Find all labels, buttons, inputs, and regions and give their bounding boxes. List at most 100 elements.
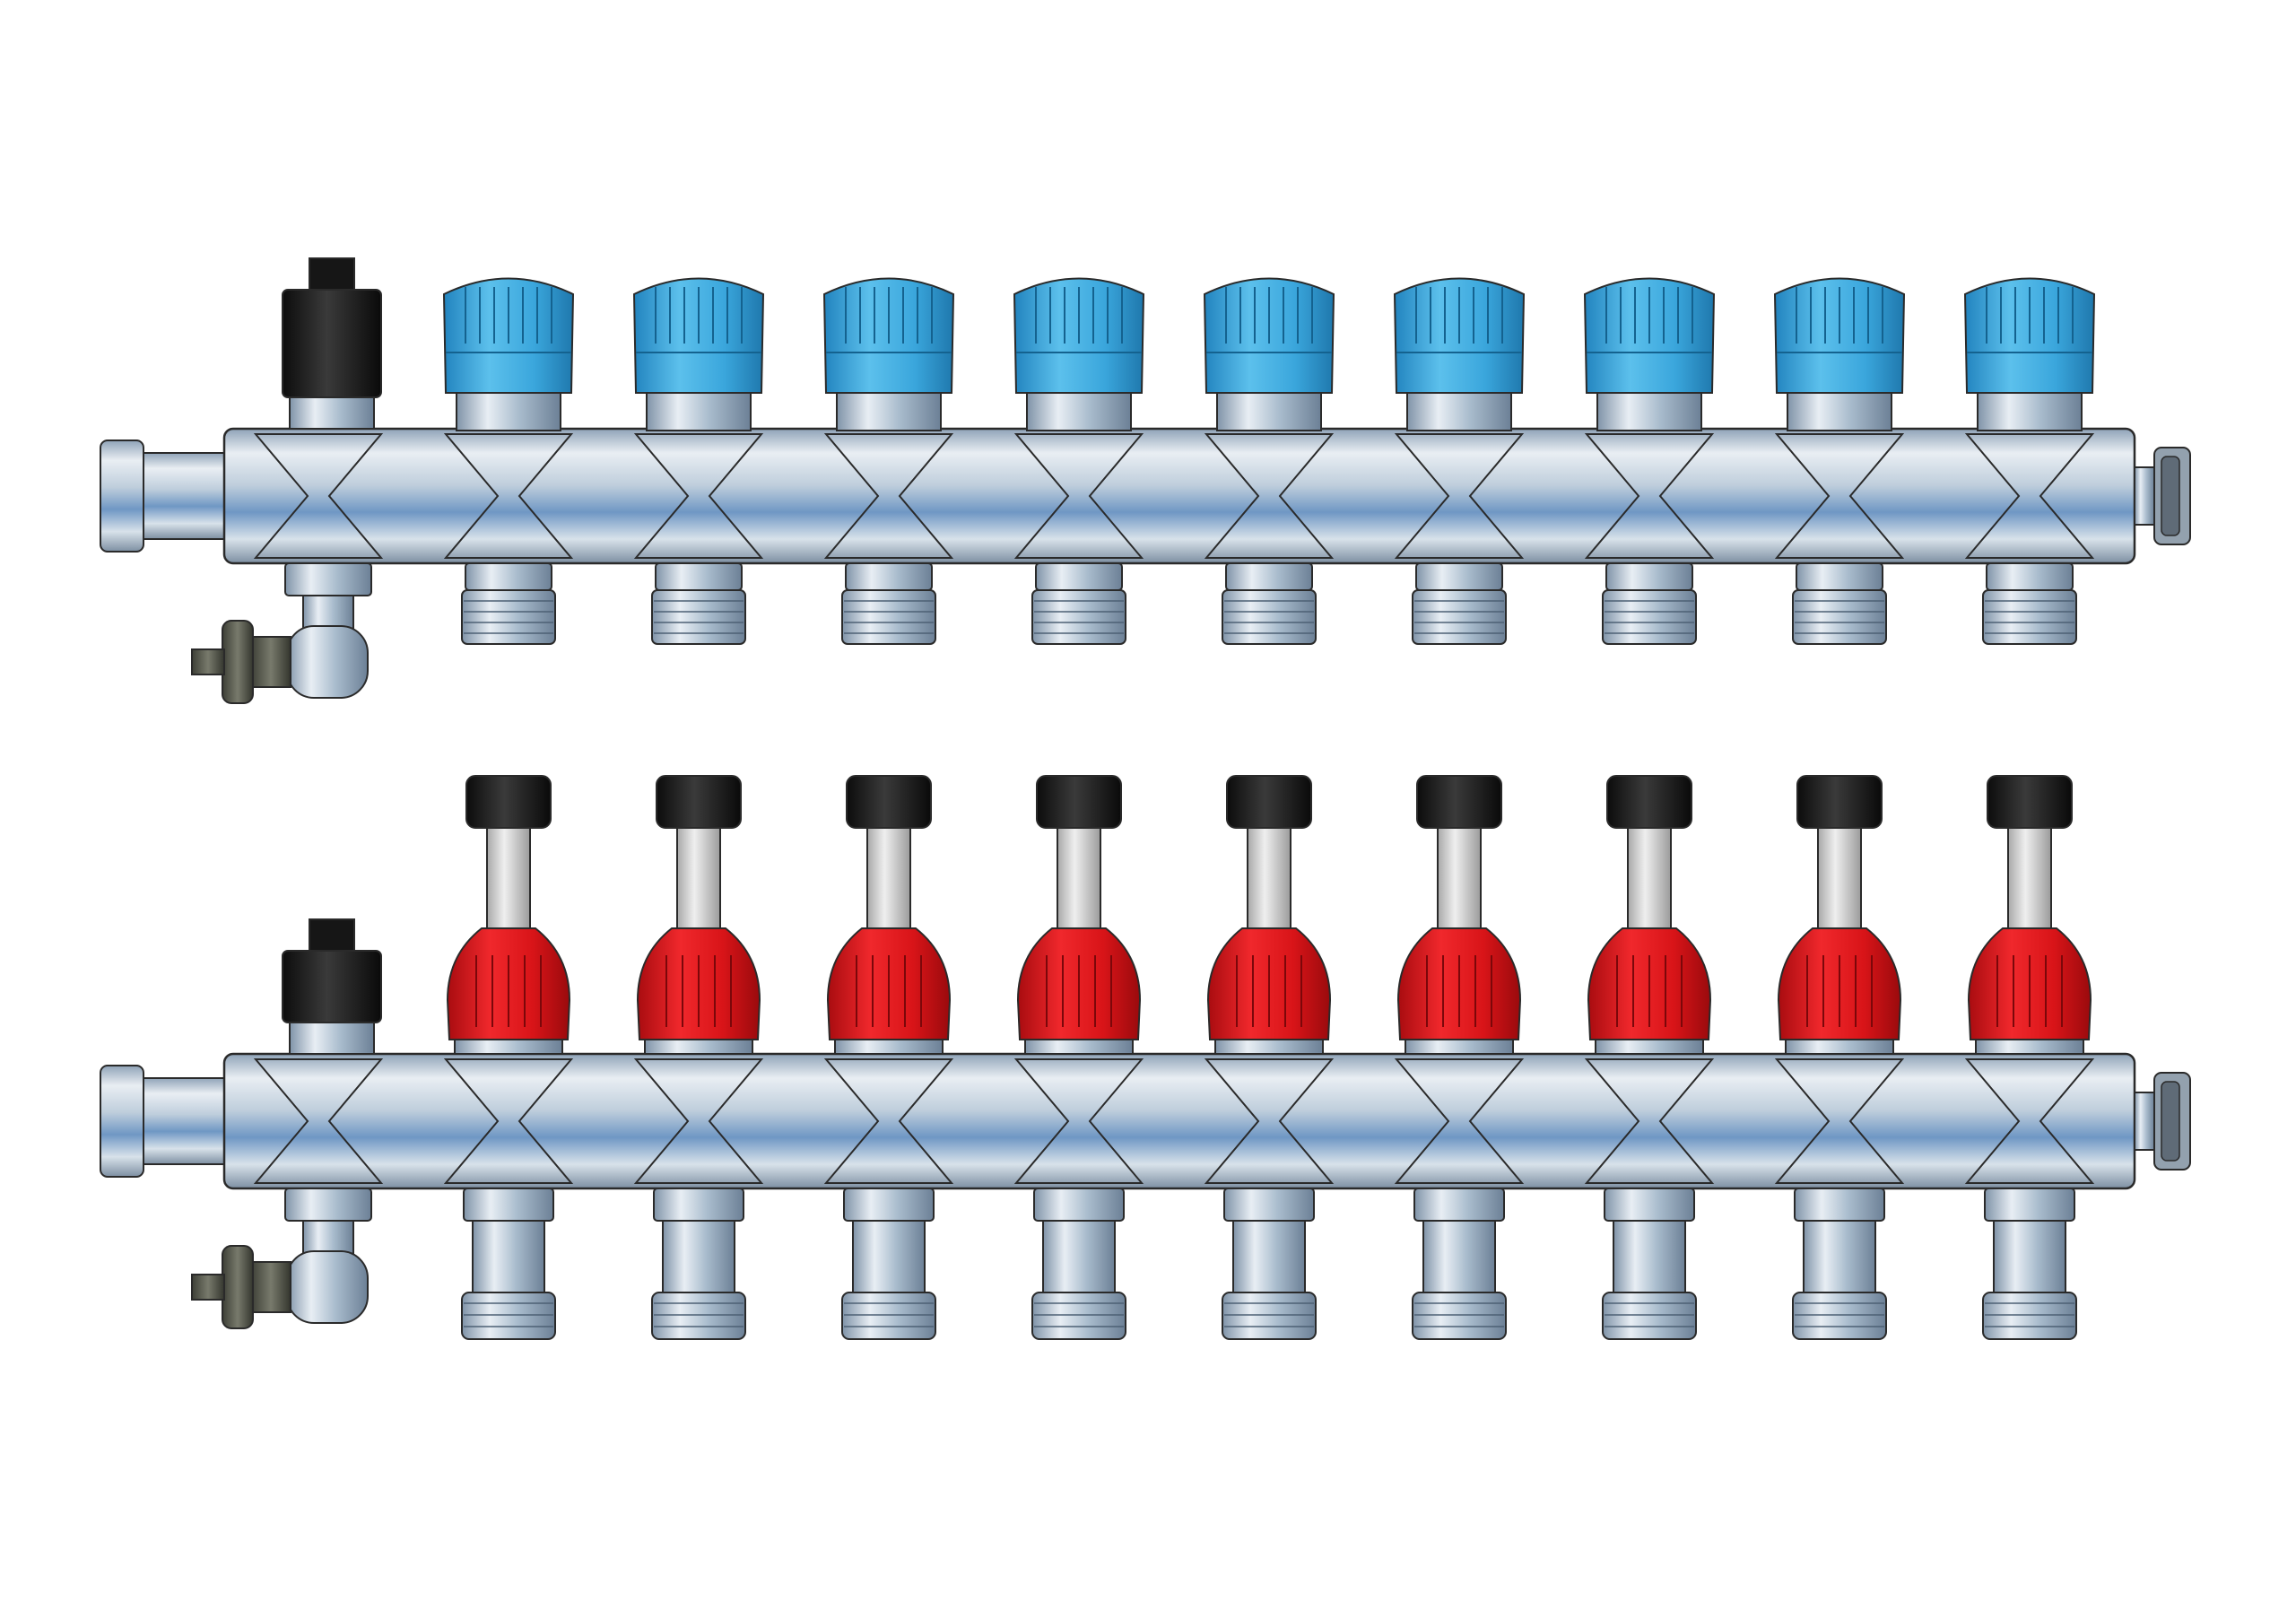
adapter-nut <box>1984 1188 2075 1222</box>
adapter-nut <box>1413 1188 1505 1222</box>
end-plug <box>2134 1092 2155 1151</box>
outlet-saddle <box>823 433 954 559</box>
outlet-saddle <box>1584 1058 1715 1184</box>
meter-cap <box>1987 775 2073 829</box>
adapter-body <box>662 1220 735 1293</box>
adapter-body <box>1803 1220 1876 1293</box>
outlet-saddle <box>633 1058 764 1184</box>
manifold-bar <box>222 1052 2136 1190</box>
meter-cap <box>656 775 742 829</box>
outlet-adapter <box>1031 1188 1126 1340</box>
outlet-adapter <box>1602 1188 1697 1340</box>
outlet-fitting <box>1982 562 2077 645</box>
outlet-thread <box>1412 589 1507 645</box>
adapter-thread <box>1031 1292 1126 1340</box>
drain-valve-handle <box>222 620 254 704</box>
meter-ring <box>1214 1039 1324 1055</box>
flow-meter-icon <box>1396 775 1522 1055</box>
valve-knob-icon <box>1013 277 1145 431</box>
outlet-adapter <box>1222 1188 1317 1340</box>
adapter-body <box>1613 1220 1686 1293</box>
adapter-thread <box>1792 1292 1887 1340</box>
outlet-thread <box>1602 589 1697 645</box>
meter-ring <box>454 1039 563 1055</box>
inlet-sleeve <box>143 452 234 540</box>
drain-valve-tip <box>191 648 225 675</box>
outlet-nut <box>845 562 933 591</box>
meter-ring <box>1024 1039 1134 1055</box>
outlet-saddle <box>1394 433 1525 559</box>
meter-cap <box>1036 775 1122 829</box>
outlet-saddle <box>1584 433 1715 559</box>
knob-base <box>456 392 561 431</box>
valve-knob-icon <box>1583 277 1716 431</box>
meter-ring <box>1785 1039 1894 1055</box>
meter-tube <box>676 827 721 936</box>
adapter-thread <box>1222 1292 1317 1340</box>
outlet-fitting <box>651 562 746 645</box>
outlet-thread <box>651 589 746 645</box>
outlet-thread <box>1222 589 1317 645</box>
flow-meter-icon <box>1777 775 1902 1055</box>
meter-cap <box>1226 775 1312 829</box>
valve-knob-icon <box>1203 277 1335 431</box>
adapter-nut <box>1033 1188 1125 1222</box>
drain-valve-elbow <box>286 1250 369 1324</box>
air-vent-neck <box>289 1022 375 1055</box>
drain-valve-cap <box>250 636 291 688</box>
outlet-saddle <box>1774 1058 1905 1184</box>
outlet-saddle <box>1204 433 1335 559</box>
outlet-saddle <box>253 433 384 559</box>
flow-meter-icon <box>1016 775 1142 1055</box>
meter-tube <box>486 827 531 936</box>
knob-base <box>1216 392 1322 431</box>
drain-valve-handle <box>222 1245 254 1329</box>
meter-tube <box>1627 827 1672 936</box>
outlet-fitting <box>1222 562 1317 645</box>
outlet-saddle <box>1964 1058 2095 1184</box>
knob-base <box>1026 392 1132 431</box>
outlet-nut <box>465 562 552 591</box>
meter-tube <box>1437 827 1482 936</box>
adapter-nut <box>463 1188 554 1222</box>
valve-knob-icon <box>822 277 955 431</box>
outlet-nut <box>1415 562 1503 591</box>
knob-base <box>836 392 942 431</box>
outlet-fitting <box>1602 562 1697 645</box>
outlet-fitting <box>1412 562 1507 645</box>
air-vent-body <box>282 289 382 398</box>
adapter-thread <box>841 1292 936 1340</box>
meter-tube <box>2007 827 2052 936</box>
outlet-nut <box>1035 562 1123 591</box>
meter-ring <box>1405 1039 1514 1055</box>
outlet-saddle <box>1964 433 2095 559</box>
air-vent-icon <box>282 918 382 1055</box>
outlet-nut <box>655 562 743 591</box>
adapter-nut <box>1794 1188 1885 1222</box>
manifold-bar <box>222 427 2136 565</box>
air-vent-icon <box>282 257 382 430</box>
air-vent-top <box>309 257 355 292</box>
outlet-adapter <box>461 1188 556 1340</box>
meter-cap <box>846 775 932 829</box>
valve-knob-icon <box>1773 277 1906 431</box>
adapter-nut <box>1223 1188 1315 1222</box>
air-vent-top <box>309 918 355 953</box>
end-plug-ring <box>2161 1081 2180 1162</box>
outlet-thread <box>1792 589 1887 645</box>
flow-meter-icon <box>446 775 571 1055</box>
adapter-body <box>472 1220 545 1293</box>
outlet-thread <box>841 589 936 645</box>
drain-valve-icon <box>191 562 372 704</box>
valve-knob-icon <box>442 277 575 431</box>
valve-knob-icon <box>632 277 765 431</box>
flow-meter-icon <box>826 775 952 1055</box>
meter-cap <box>465 775 552 829</box>
valve-knob-icon <box>1963 277 2096 431</box>
knob-base <box>1406 392 1512 431</box>
meter-cap <box>1796 775 1883 829</box>
outlet-saddle <box>253 1058 384 1184</box>
outlet-saddle <box>1774 433 1905 559</box>
